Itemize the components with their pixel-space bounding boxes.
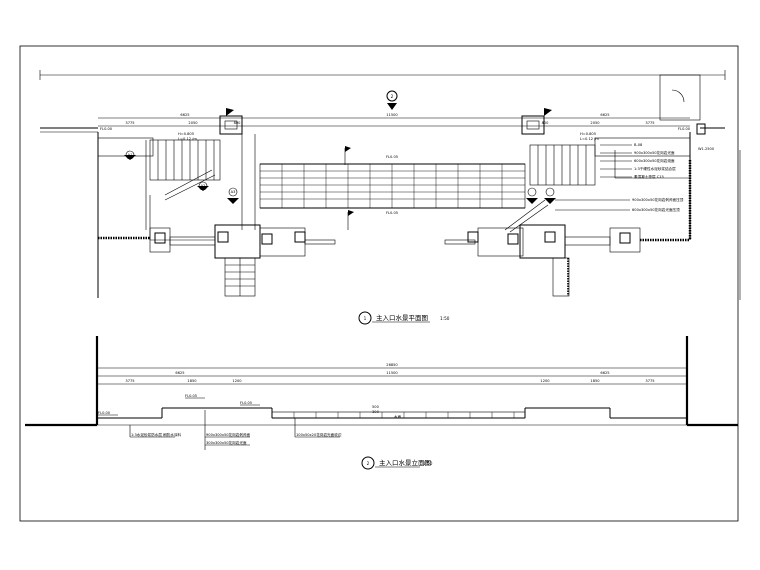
dim-left-c: 800 (234, 121, 242, 125)
level-right-top: H=0.805 (580, 132, 596, 136)
svg-text:900x300x50花岗岩剁斧面: 900x300x50花岗岩剁斧面 (206, 432, 251, 437)
svg-text:600x300x50花岗岩光面压顶: 600x300x50花岗岩光面压顶 (632, 207, 680, 212)
level-center-top: FL0.05 (386, 155, 398, 159)
marker-a2: A2 (197, 181, 209, 191)
elev-water-label: 水面 (394, 414, 402, 419)
svg-text:1:3水泥砂浆防水层 刷防水涂料: 1:3水泥砂浆防水层 刷防水涂料 (131, 432, 181, 437)
plan-title-block: 1 主入口水景平面图 1:50 (358, 311, 450, 325)
level-right-corner: W1.2500 (698, 147, 715, 151)
elev-dim-h2: 300 (372, 410, 380, 414)
elev-dim-left-b: 1850 (187, 379, 197, 383)
sheet-border (19, 45, 739, 522)
plan-detail-number: 1 (364, 316, 367, 321)
dim-right-outer: 6625 (600, 113, 609, 117)
elev-level-step: FL0.05 (185, 394, 197, 398)
level-right-top2: L=0.12 /m (580, 137, 599, 141)
dim-right-b: 2050 (590, 121, 600, 125)
svg-text:A2: A2 (201, 184, 206, 188)
elev-dim-overall: 26850 (386, 363, 398, 367)
svg-text:素混凝土垫层 C15: 素混凝土垫层 C15 (634, 174, 664, 179)
elev-level-pool: FL0.05 (240, 401, 252, 405)
svg-text:1:3干硬性水泥砂浆结合层: 1:3干硬性水泥砂浆结合层 (634, 166, 676, 171)
marker-a1: A1 (124, 150, 136, 160)
dim-right-a: 3775 (645, 121, 654, 125)
plan-scale: 1:50 (440, 316, 450, 321)
elev-level-left: FL0.00 (98, 411, 111, 415)
svg-text:A3: A3 (231, 190, 236, 194)
section-marker-top: 2 (386, 90, 398, 110)
svg-text:100x50x20花岗岩光面收边: 100x50x20花岗岩光面收边 (296, 432, 342, 437)
svg-text:300x300x50花岗岩光面: 300x300x50花岗岩光面 (206, 440, 247, 445)
dim-right-c: 800 (542, 121, 550, 125)
elevation-detail-number: 2 (367, 461, 370, 466)
plan-view: 2 6625 11500 6625 3775 2050 800 3775 205… (39, 70, 741, 325)
dim-left-outer: 6625 (180, 113, 189, 117)
elevation-callouts: 1:3水泥砂浆防水层 刷防水涂料 900x300x50花岗岩剁斧面 300x30… (129, 410, 342, 450)
marker-right-1 (526, 187, 538, 204)
dim-center: 11500 (386, 113, 398, 117)
elev-dim-right-b: 1850 (590, 379, 600, 383)
plan-pool-grid (259, 163, 526, 209)
elev-dim-h1: 500 (372, 405, 380, 409)
svg-text:900x300x50花岗岩剁斧面压顶: 900x300x50花岗岩剁斧面压顶 (632, 197, 684, 202)
plan-title: 主入口水景平面图 (376, 313, 428, 322)
marker-a3: A3 (227, 187, 239, 204)
marker-right-2 (544, 187, 556, 204)
dim-left-b: 2050 (188, 121, 198, 125)
level-left-top: H=0.805 (178, 132, 194, 136)
section-marker-label: 2 (391, 94, 394, 99)
plan-callouts: B-08 900x300x50花岗岩光面 600x300x50花岗岩烧面 1:3… (555, 143, 684, 212)
elevation-view: 26850 6625 11500 6625 3775 1850 1200 377… (25, 336, 738, 470)
elev-dim-right-a: 3775 (645, 379, 654, 383)
elevation-scale: 1:50 (423, 461, 433, 466)
level-left-edge: FL0.00 (100, 127, 113, 131)
dim-left-a: 3775 (125, 121, 134, 125)
elev-dim-right-c: 1200 (540, 379, 550, 383)
svg-text:A1: A1 (128, 153, 133, 157)
level-right-edge: FL0.00 (678, 127, 691, 131)
elev-dim-center: 11500 (386, 371, 398, 375)
elev-dim-right-outer: 6625 (600, 371, 609, 375)
elevation-pool-tiles (271, 411, 526, 419)
svg-text:900x300x50花岗岩光面: 900x300x50花岗岩光面 (634, 150, 675, 155)
elevation-title: 主入口水景立面图 (379, 458, 431, 467)
elevation-title-block: 2 主入口水景立面图 1:50 (361, 456, 433, 470)
elev-dim-left-outer: 6625 (175, 371, 184, 375)
svg-text:B-08: B-08 (634, 143, 643, 147)
level-left-top2: L=0.12 /m (178, 137, 197, 141)
level-center-mid: FL0.05 (386, 211, 398, 215)
elev-dim-left-a: 3775 (125, 379, 134, 383)
elev-dim-left-c: 1200 (232, 379, 242, 383)
svg-text:600x300x50花岗岩烧面: 600x300x50花岗岩烧面 (634, 158, 675, 163)
